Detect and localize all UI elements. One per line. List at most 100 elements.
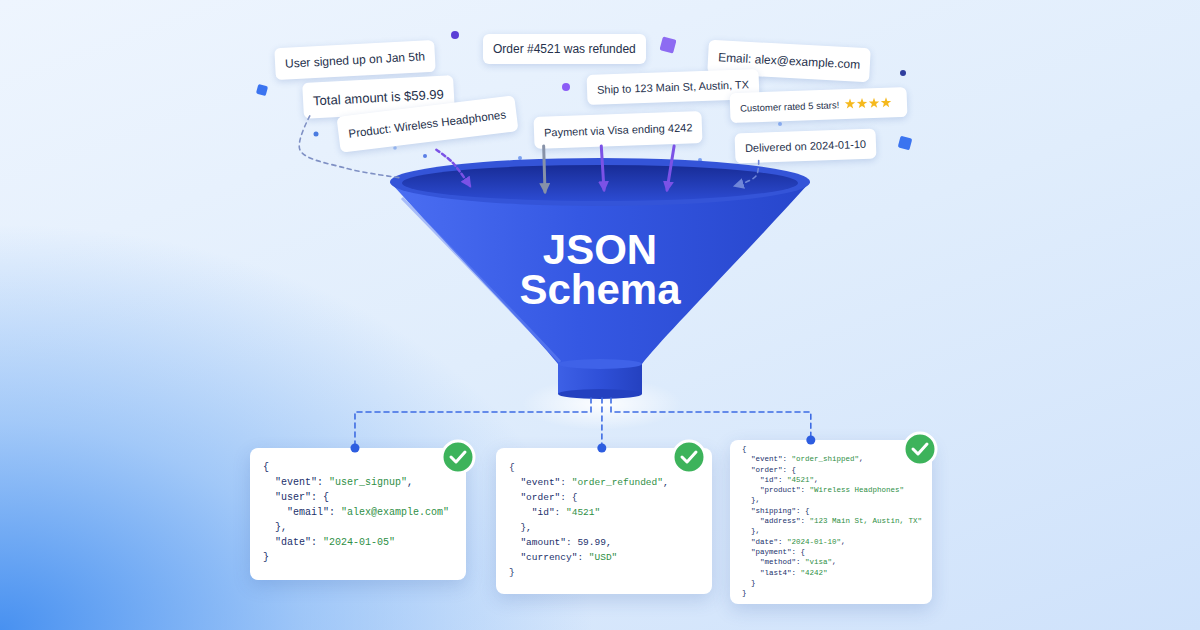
check-badge [673,441,705,473]
confetti-dot [698,158,702,162]
code-token: "id" [760,476,778,484]
code-token: : { [792,548,806,556]
code-token: : [577,552,588,563]
connector-group [601,146,604,190]
code-token: , [407,477,413,488]
code-line: "currency": "USD" [509,550,706,565]
code-token: "shipping" [751,507,796,515]
funnel-neck-lip [558,359,642,369]
code-line: "email": "alex@example.com" [263,505,460,520]
dashed-connector [611,398,811,440]
code-token: , [841,538,846,546]
funnel-rim [390,158,810,206]
event-chip: Product: Wireless Headphones [336,95,518,152]
funnel-shape: JSON Schema [388,158,812,400]
json-card: {"event": "user_signup","user": {"email"… [250,448,466,580]
event-chip: User signed up on Jan 5th [274,40,436,80]
code-token: : [317,477,329,488]
code-token: , [832,558,837,566]
code-line: }, [263,520,460,535]
code-token: "4242" [801,569,828,577]
connector-group [667,146,674,190]
star-icon [881,97,891,107]
code-token: : [801,517,810,525]
code-line: "event": "user_signup", [263,475,460,490]
code-line: { [509,460,706,475]
code-token: "last4" [760,569,792,577]
flow-arrow [544,146,545,192]
code-line: "event": "order_shipped", [742,454,926,464]
check-mark [451,452,465,462]
code-line: "last4": "4242" [742,568,926,578]
code-token: "payment" [751,548,792,556]
code-token: { [263,462,269,473]
code-line: { [742,444,926,454]
code-token: "email" [287,507,329,518]
code-line: "order": { [742,465,926,475]
code-line: "address": "123 Main St, Austin, TX" [742,516,926,526]
code-line: "payment": { [742,547,926,557]
code-token: "2024-01-05" [323,537,395,548]
confetti-dot [562,83,570,91]
code-token: "event" [520,477,560,488]
connector-group [597,398,606,453]
confetti-dot [393,146,397,150]
code-token: : [792,569,801,577]
chip-text: Email: alex@example.com [718,50,861,71]
event-chip: Ship to 123 Main St, Austin, TX [587,69,760,105]
code-line: "shipping": { [742,506,926,516]
connector-group [299,116,402,178]
code-token: "event" [275,477,317,488]
flow-arrow [601,146,604,190]
funnel-outline [388,158,812,400]
code-line: "date": "2024-01-10", [742,537,926,547]
code-token: "date" [275,537,311,548]
funnel-neck-base [558,389,642,399]
code-token: "order" [520,492,560,503]
connector-dot [806,436,815,445]
chip-text: Ship to 123 Main St, Austin, TX [597,78,749,95]
star-icon [869,98,879,108]
code-token: "id" [532,507,555,518]
code-token: : [801,486,810,494]
connector-group [735,160,759,186]
chip-text: Total amount is $59.99 [313,86,444,108]
code-token: "method" [760,558,796,566]
code-token: "Wireless Headphones" [810,486,905,494]
code-line: }, [742,526,926,536]
confetti-square [659,36,676,53]
chip-text: Product: Wireless Headphones [348,108,507,139]
code-token: "USD" [589,552,618,563]
dashed-connector [601,398,603,448]
code-token: }, [520,522,531,533]
code-token: : 59.99, [566,537,612,548]
chip-text: User signed up on Jan 5th [285,49,426,70]
star-icon [845,99,855,109]
code-line: "id": "4521" [509,505,706,520]
code-token: : [778,538,787,546]
connector-dot [597,444,606,453]
code-token: }, [751,496,760,504]
code-token: : [796,558,805,566]
code-line: } [263,550,460,565]
code-token: "product" [760,486,801,494]
flow-arrow [436,150,470,186]
code-token: "order_shipped" [792,455,860,463]
funnel-neck [558,364,642,394]
funnel-body [390,182,810,364]
code-line: } [742,578,926,588]
funnel-opening [402,165,798,201]
check-mark [682,452,696,462]
code-token: : [555,507,566,518]
code-line: "product": "Wireless Headphones" [742,485,926,495]
confetti-square [256,84,268,96]
confetti-dot [423,154,427,158]
connector-dot [350,444,359,453]
code-token: "currency" [520,552,577,563]
code-line: } [509,565,706,580]
code-token: : [560,477,571,488]
flow-arrow [735,160,759,186]
